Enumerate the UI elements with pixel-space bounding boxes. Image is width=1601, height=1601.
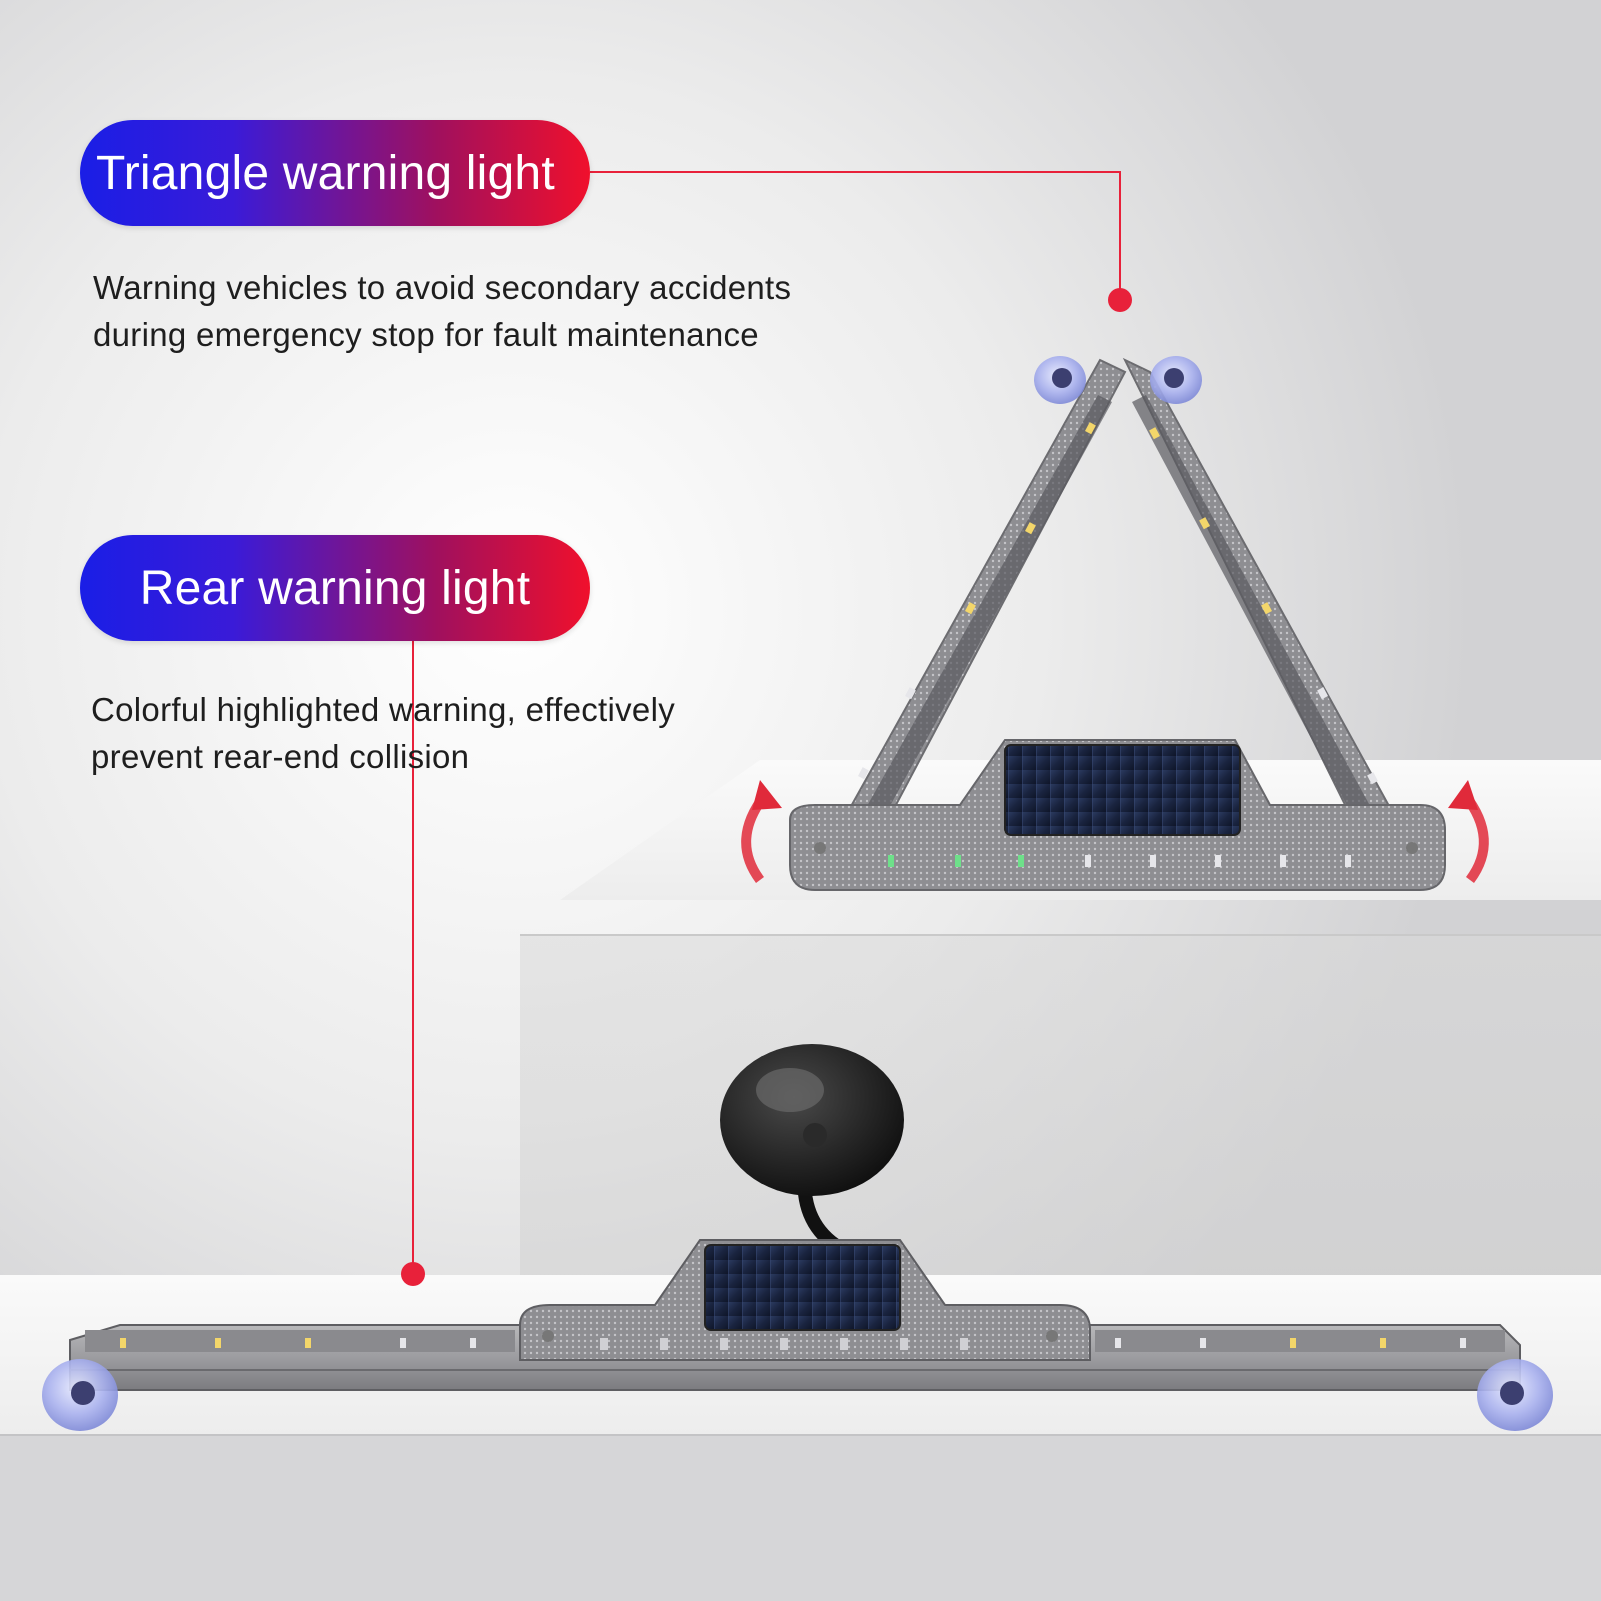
triangle-warning-light-image [741, 356, 1489, 891]
triangle-warning-light-label: Triangle warning light [80, 120, 590, 226]
rear-warning-light-title: Rear warning light [139, 561, 531, 615]
rear-warning-light-description: Colorful highlighted warning, effectivel… [91, 686, 891, 780]
description-line: during emergency stop for fault maintena… [93, 316, 759, 353]
rear-warning-light-image [42, 1044, 1553, 1431]
description-line: Colorful highlighted warning, effectivel… [91, 691, 676, 728]
description-line: prevent rear-end collision [91, 738, 470, 775]
triangle-warning-light-description: Warning vehicles to avoid secondary acci… [93, 264, 993, 358]
triangle-warning-light-title: Triangle warning light [96, 146, 555, 200]
description-line: Warning vehicles to avoid secondary acci… [93, 269, 792, 306]
rear-warning-light-label: Rear warning light [80, 535, 590, 641]
